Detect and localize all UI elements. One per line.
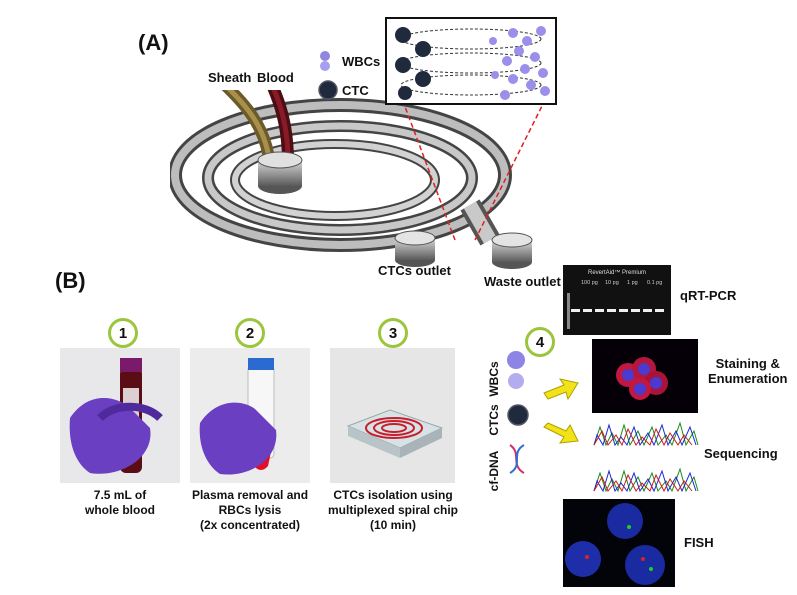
step-4-number: 4 (525, 327, 555, 357)
step-3-caption-line-2: multiplexed spiral chip (327, 503, 459, 517)
step-1-caption-line-2: whole blood (85, 503, 155, 517)
gel-lane-3: 1 pg (627, 280, 638, 286)
step-3-number: 3 (378, 318, 408, 348)
step-3-caption-line-3: (10 min) (369, 518, 416, 532)
sheath-label: Sheath (208, 70, 252, 85)
step-1-number: 1 (108, 318, 138, 348)
fish-image (563, 499, 675, 587)
wbcs-legend-label: WBCs (342, 54, 381, 69)
panel-b-label: (B) (55, 268, 86, 293)
step-2-caption-line-2: RBCs lysis (218, 503, 282, 517)
fish-label: FISH (684, 535, 714, 550)
gel-lane-2: 10 pg (605, 280, 619, 286)
staining-image (592, 339, 698, 413)
step-2-caption-line-1: Plasma removal and (191, 488, 309, 502)
whole-blood-tube-photo (60, 348, 180, 483)
staining-label: Staining & Enumeration (708, 356, 787, 386)
step4-wbcs-label: WBCs (487, 361, 501, 397)
gel-lane-4: 0.1 pg (647, 280, 662, 286)
waste-outlet-label: Waste outlet (484, 274, 561, 289)
step-3-caption: CTCs isolation using multiplexed spiral … (322, 488, 464, 533)
step-1-caption-line-1: 7.5 mL of (93, 488, 147, 502)
gel-lane-1: 100 pg (581, 280, 598, 286)
ctcs-outlet-label: CTCs outlet (378, 263, 451, 278)
step-1-caption: 7.5 mL of whole blood (60, 488, 180, 518)
step4-ctcs-label: CTCs (487, 404, 501, 436)
ctc-legend-label: CTC (342, 83, 369, 98)
blood-label: Blood (257, 70, 294, 85)
step-2-caption-line-3: (2x concentrated) (199, 518, 301, 532)
step4-cfdna-label: cf-DNA (487, 450, 501, 492)
staining-label-line-1: Staining & (715, 356, 780, 371)
panel-a-label: (A) (138, 30, 169, 55)
sequencing-chromatogram (592, 415, 700, 497)
lysed-sample-tube-photo (190, 348, 310, 483)
ctcs-outlet-port (394, 230, 436, 267)
step4-icons (507, 351, 579, 474)
spiral-chip-photo (330, 348, 455, 483)
qrt-pcr-gel-image: RevertAid™ Premium 100 pg 10 pg 1 pg 0.1… (563, 265, 671, 335)
cell-legend-icons (318, 51, 338, 100)
arrow-icon (543, 378, 579, 401)
spiral-rings (170, 98, 512, 252)
arrow-icon-2 (543, 422, 579, 444)
step-3-caption-line-1: CTCs isolation using (333, 488, 453, 502)
spiral-chip-illustration (170, 90, 550, 269)
step-2-number: 2 (235, 318, 265, 348)
step-2-caption: Plasma removal and RBCs lysis (2x concen… (180, 488, 320, 533)
gel-title: RevertAid™ Premium (588, 269, 646, 276)
staining-label-line-2: Enumeration (708, 371, 788, 386)
sequencing-label: Sequencing (704, 446, 778, 461)
qrtpcr-label: qRT-PCR (680, 288, 737, 303)
waste-outlet-port (491, 232, 533, 269)
channel-zoom-inset (385, 17, 557, 105)
